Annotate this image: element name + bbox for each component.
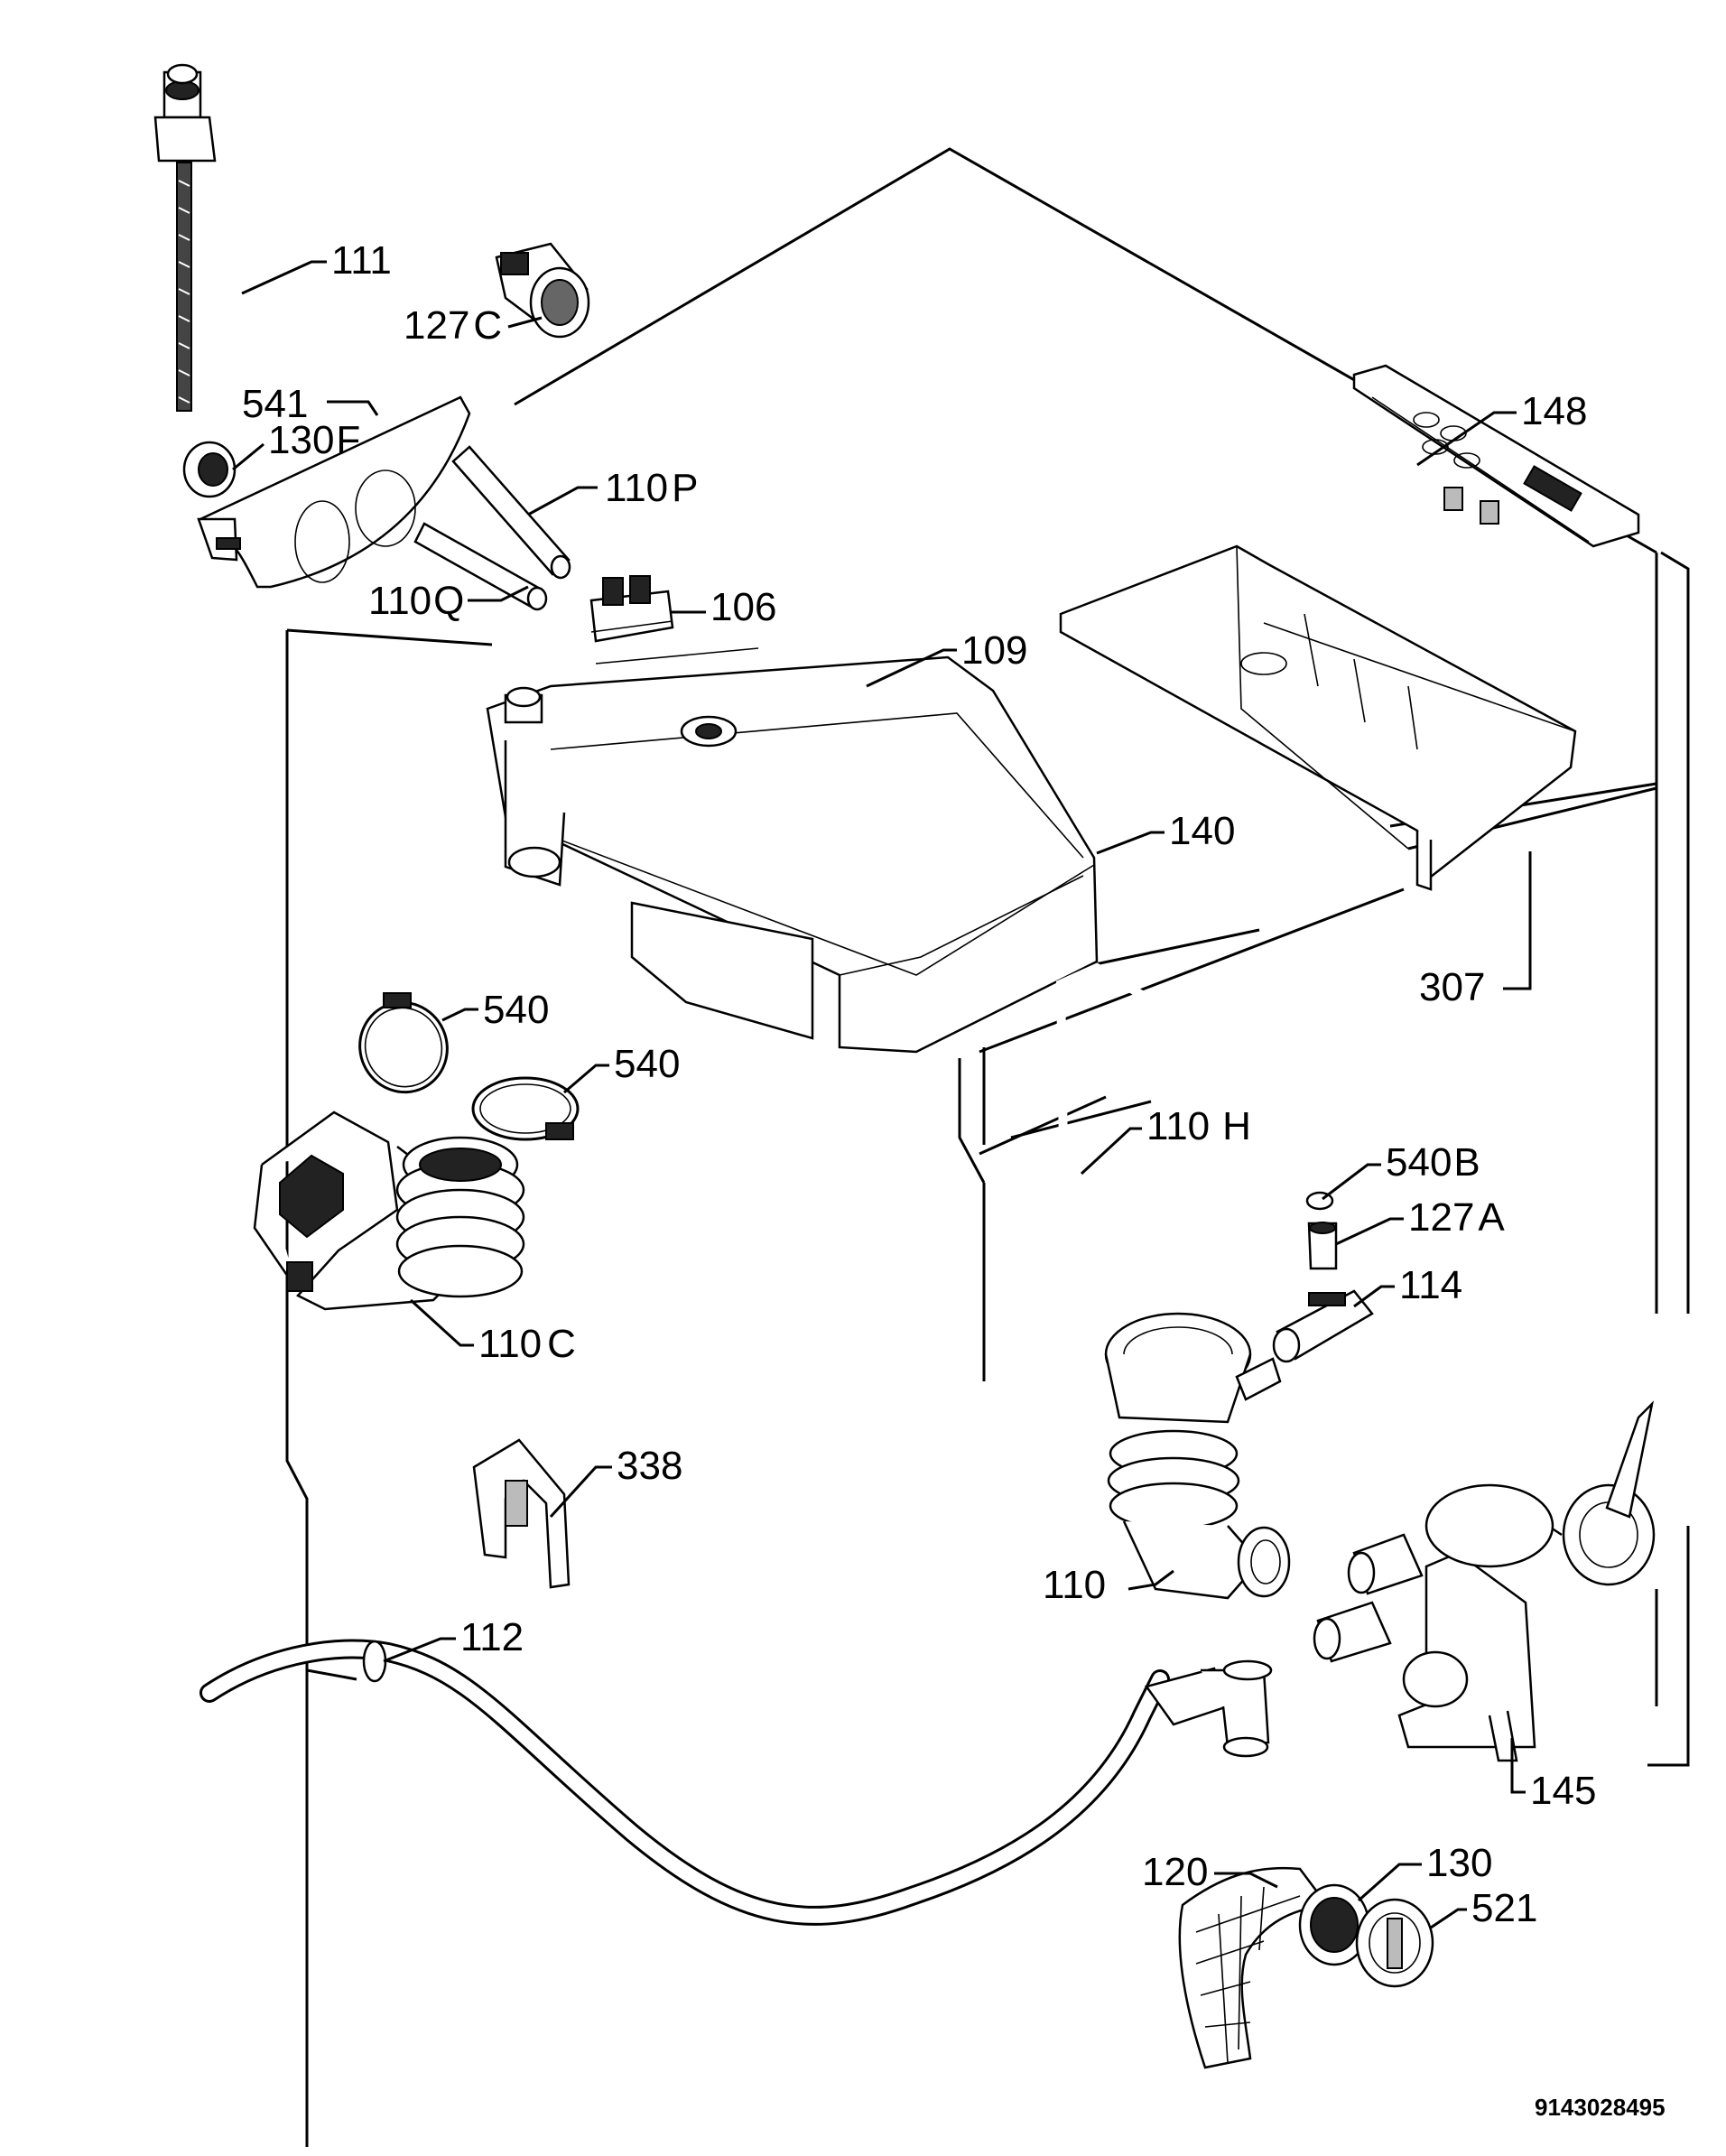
hose-110h bbox=[1055, 962, 1378, 1260]
callout-130f: 130F bbox=[268, 418, 360, 462]
callout-109: 109 bbox=[961, 628, 1027, 673]
callout-338: 338 bbox=[617, 1444, 682, 1488]
callout-111: 111 bbox=[331, 238, 392, 283]
callout-521: 521 bbox=[1471, 1886, 1537, 1930]
valve-fitting-127c bbox=[495, 242, 590, 339]
connector-114 bbox=[1272, 1289, 1374, 1363]
knob-130f bbox=[182, 441, 237, 498]
clamp-540-upper bbox=[358, 992, 449, 1094]
control-panel-541 bbox=[197, 395, 471, 589]
filter-120 bbox=[1178, 1866, 1330, 2069]
callout-540-lower: 540 bbox=[614, 1042, 680, 1086]
fitting-127a bbox=[1307, 1222, 1338, 1270]
bracket-106 bbox=[589, 575, 674, 643]
callout-110p: 110P bbox=[605, 466, 699, 510]
tube-110q bbox=[413, 522, 548, 611]
callout-labels: 111 127C 541 130F 110P 110Q 106 109 148 … bbox=[242, 238, 1596, 1930]
drain-hose-112 bbox=[200, 1639, 1273, 1926]
callout-106: 106 bbox=[710, 585, 776, 629]
dispenser-drawer-307 bbox=[1059, 544, 1577, 891]
inlet-hose-part bbox=[153, 63, 217, 412]
callout-541: 541 bbox=[242, 382, 308, 426]
seal-130 bbox=[1298, 1883, 1370, 1966]
bellows-110c bbox=[253, 1111, 525, 1311]
cap-521 bbox=[1355, 1898, 1434, 1988]
dispenser-cover-148 bbox=[1352, 364, 1640, 548]
callout-120: 120 bbox=[1142, 1850, 1208, 1894]
leader-lines bbox=[232, 260, 1532, 1929]
callout-127a: 127A bbox=[1408, 1195, 1505, 1240]
clip-338 bbox=[472, 1438, 571, 1589]
callout-114: 114 bbox=[1399, 1263, 1462, 1307]
tube-110p bbox=[451, 445, 571, 580]
callout-127c: 127C bbox=[404, 303, 502, 348]
drain-pump-145 bbox=[1313, 1400, 1656, 1762]
callout-540-upper: 540 bbox=[483, 988, 549, 1032]
callout-540b: 540B bbox=[1386, 1140, 1480, 1185]
callout-130: 130 bbox=[1426, 1841, 1492, 1885]
callout-110: 110 bbox=[1043, 1563, 1106, 1607]
drawing-code: 9143028495 bbox=[1535, 2094, 1666, 2121]
clamp-540-lower bbox=[471, 1076, 580, 1141]
callout-148: 148 bbox=[1521, 389, 1587, 433]
callout-112: 112 bbox=[460, 1615, 524, 1659]
callout-307: 307 bbox=[1419, 965, 1485, 1009]
dispenser-housing-109 bbox=[486, 647, 1099, 1054]
sump-hose-110 bbox=[1104, 1312, 1291, 1600]
callout-140: 140 bbox=[1169, 809, 1235, 853]
callout-110q: 110Q bbox=[368, 579, 464, 623]
callout-145: 145 bbox=[1530, 1769, 1596, 1813]
